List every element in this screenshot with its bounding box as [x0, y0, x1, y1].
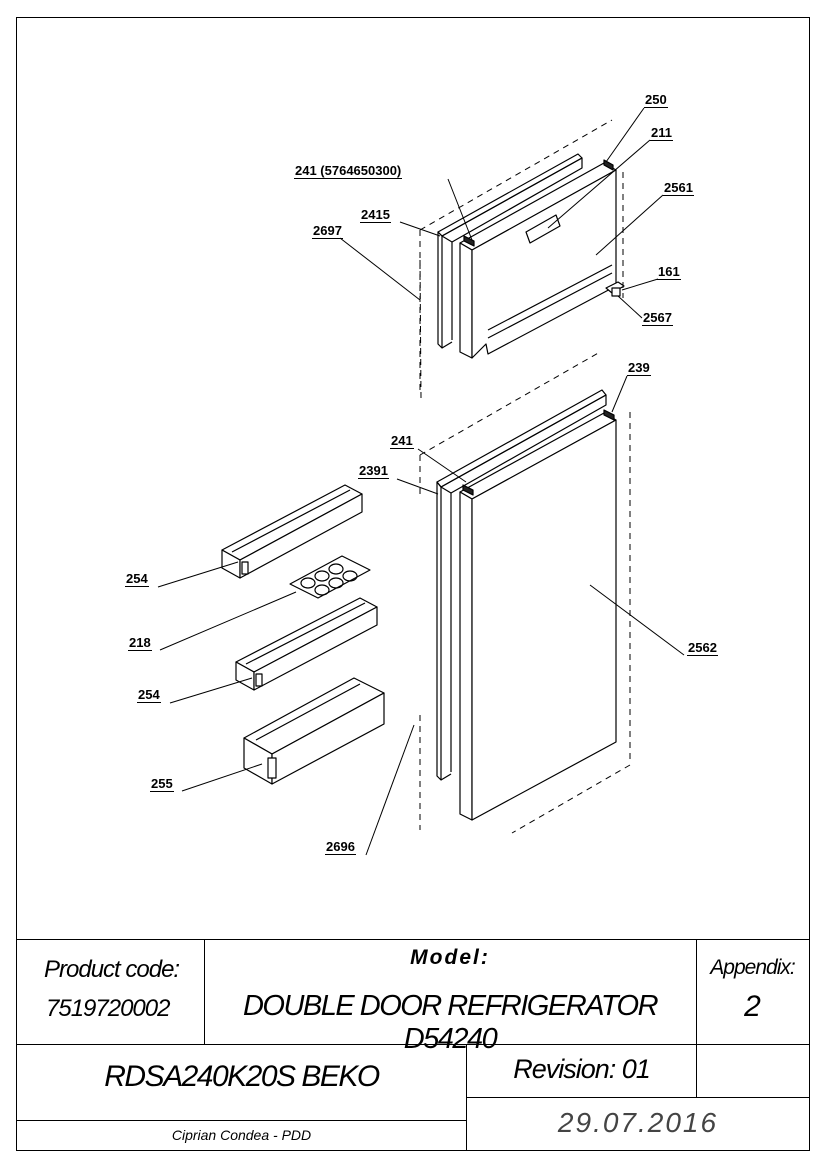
- callout-2415: 2415: [360, 207, 391, 223]
- revision-cell: Revision: 01: [466, 1044, 697, 1098]
- callout-254-upper: 254: [125, 571, 149, 587]
- callout-2561: 2561: [663, 180, 694, 196]
- door-shelf-lower: [235, 597, 378, 691]
- appendix-cell: Appendix: 2: [696, 939, 810, 1045]
- callout-2696: 2696: [325, 839, 356, 855]
- lower-hinge-part: [605, 281, 625, 297]
- freezer-door: [459, 159, 617, 359]
- callout-250: 250: [644, 92, 668, 108]
- callout-241-part-number: 241 (5764650300): [294, 163, 403, 179]
- date-cell: 29.07.2016: [466, 1097, 810, 1151]
- model-label: Model:: [410, 946, 490, 969]
- product-code-value: 7519720002: [46, 995, 170, 1022]
- author: Ciprian Condea - PDD: [171, 1127, 312, 1143]
- freezer-door-gasket: [437, 153, 583, 349]
- product-code-label: Product code:: [44, 956, 180, 983]
- bottle-shelf: [243, 677, 385, 785]
- callout-218: 218: [128, 635, 152, 651]
- callout-255: 255: [150, 776, 174, 792]
- egg-tray: [289, 555, 371, 599]
- alignment-lines: [419, 119, 631, 834]
- callout-211: 211: [650, 125, 673, 141]
- callout-2567: 2567: [642, 310, 673, 326]
- revision-blank-cell: [696, 1044, 810, 1098]
- product-name-cell: RDSA240K20S BEKO Ciprian Condea - PDD: [16, 1044, 467, 1151]
- leader-lines: [157, 107, 685, 856]
- door-shelf-upper: [221, 484, 363, 579]
- author-divider: [17, 1120, 466, 1121]
- callout-2562: 2562: [687, 640, 718, 656]
- callout-2697: 2697: [312, 223, 343, 239]
- appendix-value: 2: [744, 990, 761, 1023]
- callout-161: 161: [657, 264, 681, 280]
- date: 29.07.2016: [557, 1107, 719, 1138]
- callout-254-lower: 254: [137, 687, 161, 703]
- appendix-label: Appendix:: [710, 956, 795, 979]
- product-name: RDSA240K20S BEKO: [104, 1060, 380, 1093]
- revision: Revision: 01: [513, 1054, 651, 1084]
- model-cell: Model: DOUBLE DOOR REFRIGERATOR D54240: [204, 939, 697, 1055]
- product-code-cell: Product code: 7519720002: [16, 939, 205, 1045]
- callout-239: 239: [627, 360, 651, 376]
- callout-2391: 2391: [358, 463, 389, 479]
- fridge-door-gasket: [436, 389, 607, 781]
- callout-241: 241: [390, 433, 414, 449]
- fridge-door: [459, 409, 617, 821]
- model-name: DOUBLE DOOR REFRIGERATOR D54240: [242, 990, 659, 1055]
